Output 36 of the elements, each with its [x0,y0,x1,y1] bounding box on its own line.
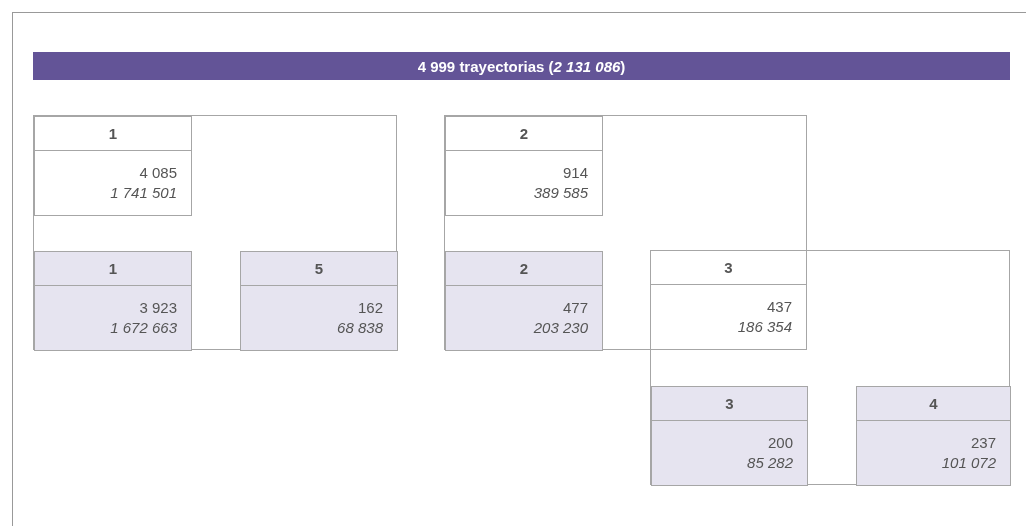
total-count: 101 072 [941,454,996,471]
group-frame [650,250,1010,485]
group-number-header: 2 [446,252,602,286]
trajectory-count: 162 [357,299,383,316]
total-count: 68 838 [337,319,383,336]
count-box [856,386,1011,486]
total-count: 186 354 [737,318,792,335]
group-number-header: 1 [35,117,191,151]
header-band [33,52,1010,80]
total-count: 1 741 501 [110,184,177,201]
trajectory-count: 914 [562,164,588,181]
count-box [445,116,603,216]
group-number-header: 4 [857,387,1010,421]
band-title: 4 999 trayectorias (2 131 086) [417,57,626,75]
trajectory-count: 3 923 [139,299,177,316]
total-count: 389 585 [533,184,588,201]
group-number-header: 1 [35,252,191,286]
total-count: 85 282 [747,454,793,471]
count-box [651,386,808,486]
group-frame [444,115,807,350]
trajectory-count: 477 [562,299,588,316]
trajectory-count: 200 [767,434,793,451]
group-number-header: 2 [446,117,602,151]
trajectory-count: 4 085 [139,164,177,181]
count-box [240,251,398,351]
total-count: 1 672 663 [110,319,177,336]
total-count: 203 230 [533,319,588,336]
group-number-header: 3 [652,387,807,421]
count-box [34,116,192,216]
trajectory-count: 437 [766,298,792,315]
count-box [445,251,603,351]
count-box [34,251,192,351]
group-frame [33,115,397,350]
trajectory-count: 237 [970,434,996,451]
group-number-header: 5 [241,252,397,286]
group-number-header: 3 [651,251,806,285]
